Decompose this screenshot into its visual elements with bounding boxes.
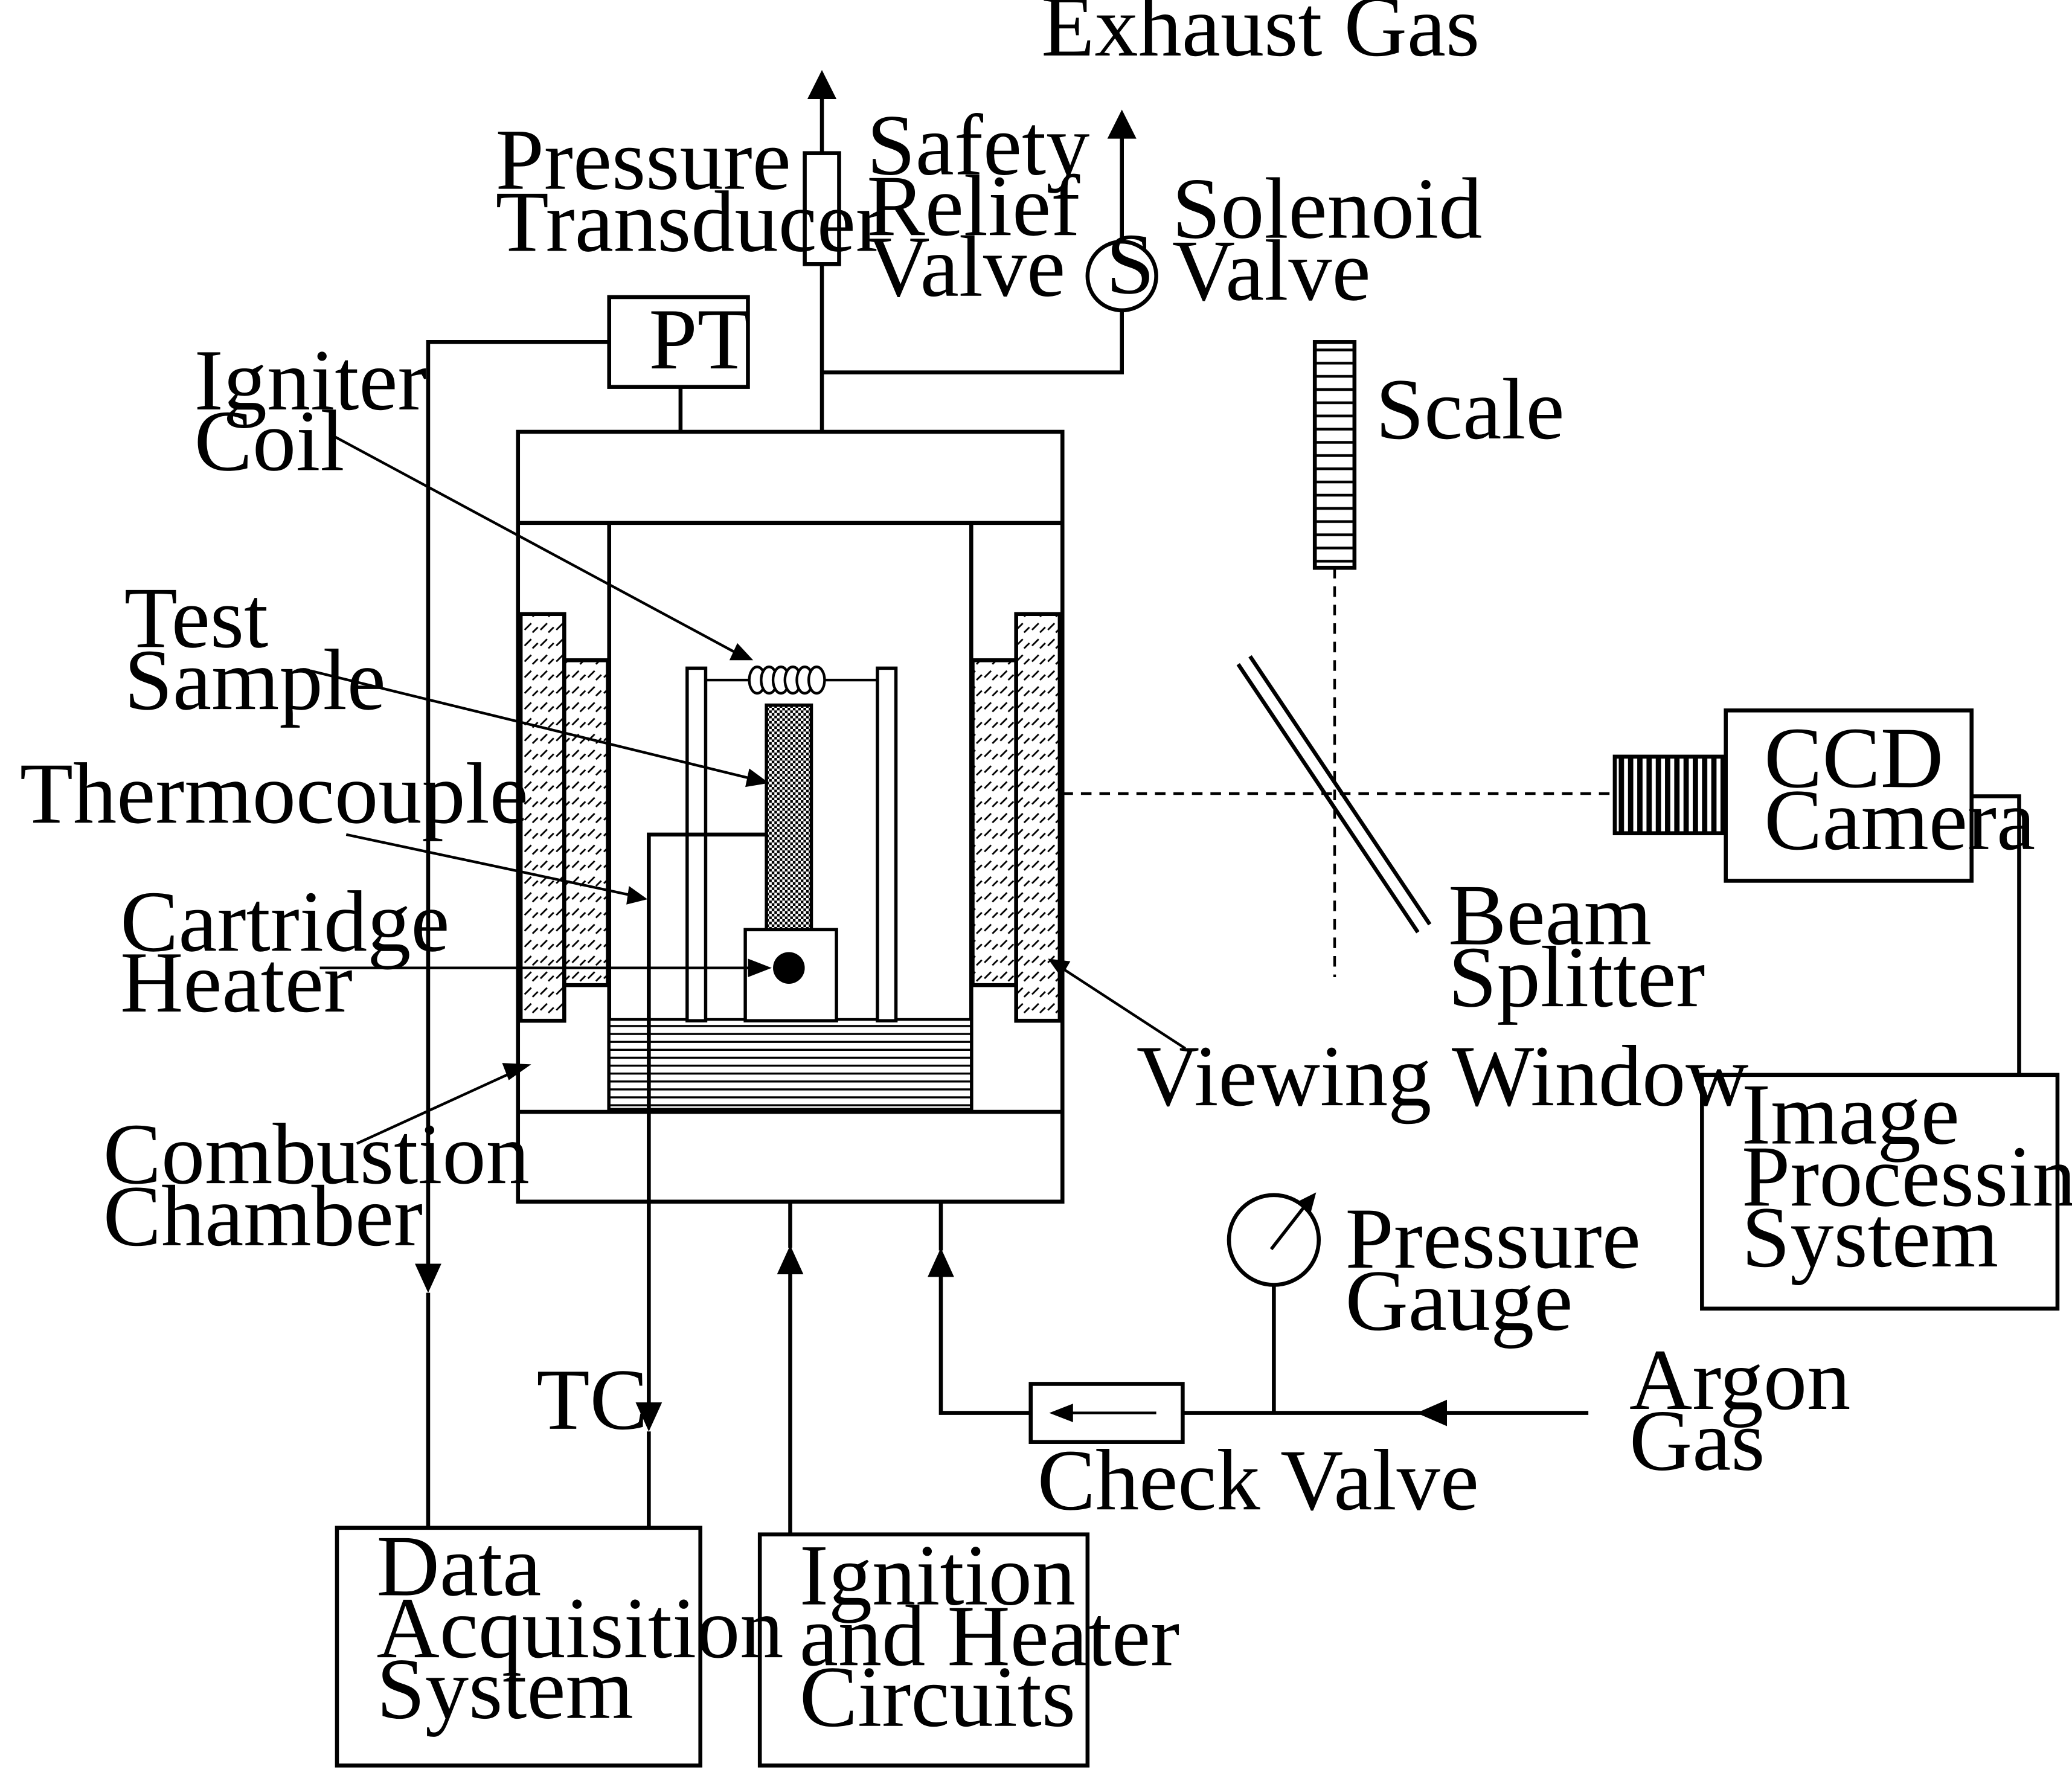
- pt-signal-line: [426, 340, 609, 1272]
- thermocouple-wire: [647, 832, 765, 1411]
- check-valve-label: Check Valve: [1038, 1432, 1479, 1529]
- combustion-chamber-label: Combustion Chamber: [103, 1106, 551, 1265]
- left-window-inner: [562, 658, 610, 987]
- leader-thermocouple: [345, 833, 632, 897]
- thermocouple-label: Thermocouple: [20, 745, 528, 842]
- gauge-needle: [1269, 1201, 1310, 1251]
- argon-gas-label: Argon Gas: [1629, 1332, 1873, 1489]
- solenoid-branch-pipe: [822, 310, 1124, 374]
- chamber-base-stack: [608, 1018, 973, 1111]
- argon-arrowhead: [1416, 1399, 1448, 1426]
- leader-viewing-window: [1063, 968, 1186, 1050]
- leader-igniter-coil: [332, 434, 741, 656]
- arrowhead-cartridge-heater: [748, 958, 772, 978]
- right-window-inner: [970, 658, 1018, 987]
- igniter-coil-label: Igniter Coil: [194, 332, 449, 490]
- exhaust-gas-label: Exhaust Gas: [1041, 0, 1480, 75]
- electrode-post-left: [685, 666, 708, 1022]
- arrowhead-viewing-window: [1048, 958, 1071, 978]
- gas-feed-line: [938, 1270, 1589, 1415]
- ccd-lens: [1612, 754, 1727, 835]
- scale-bar: [1312, 340, 1357, 570]
- arrowhead-test-sample: [745, 768, 769, 788]
- test-sample: [765, 703, 813, 932]
- test-sample-label: Test Sample: [124, 570, 386, 728]
- pressure-transducer-label: Pressure Transducer: [496, 112, 885, 271]
- leader-test-sample: [310, 669, 754, 781]
- leader-combustion-chamber: [356, 1071, 513, 1145]
- left-window-outer: [518, 612, 566, 1023]
- exhaust-arrowhead-right: [1107, 109, 1137, 139]
- check-valve-arrowhead: [1049, 1404, 1073, 1422]
- viewing-window-label: Viewing Window: [1137, 1028, 1749, 1125]
- arrowhead-igniter-coil: [729, 643, 754, 661]
- camera-link-line: [1971, 794, 2021, 1075]
- ignition-arrowhead: [777, 1245, 804, 1274]
- exhaust-arrowhead-left: [807, 69, 837, 99]
- scale-label: Scale: [1376, 361, 1565, 458]
- cartridge-heater-dot: [773, 952, 805, 984]
- beam-splitter: [1236, 655, 1432, 934]
- electrode-post-right: [876, 666, 898, 1022]
- right-window-outer: [1014, 612, 1062, 1023]
- solenoid-symbol-label: S: [1106, 216, 1154, 312]
- arrowhead-thermocouple: [626, 886, 648, 905]
- gauge-needle-tip: [1297, 1192, 1317, 1213]
- beam-splitter-label: Beam Splitter: [1448, 867, 1705, 1025]
- ignition-heater-box: [757, 1532, 1090, 1768]
- data-acquisition-box: [335, 1526, 702, 1768]
- tc-label: TC: [536, 1352, 648, 1448]
- igniter-coil-symbol: [748, 666, 826, 695]
- data-acquisition-label: Data Acquisition System: [377, 1518, 806, 1737]
- pressure-gauge-label: Pressure Gauge: [1346, 1190, 1663, 1349]
- tc-arrowhead: [635, 1402, 662, 1432]
- ccd-camera-label: CCD Camera: [1764, 710, 2035, 868]
- solenoid-valve-label: Solenoid Valve: [1172, 161, 1504, 319]
- cartridge-heater-label: Cartridge Heater: [120, 873, 471, 1031]
- arrowhead-combustion-chamber: [502, 1063, 531, 1080]
- safety-relief-valve-box: [803, 151, 841, 266]
- pressure-gauge-dial: [1227, 1193, 1321, 1287]
- pt-arrowhead: [415, 1263, 441, 1293]
- gas-feed-arrowhead: [928, 1248, 954, 1277]
- image-processing-label: Image Processing System: [1742, 1067, 2072, 1286]
- pt-label: PT: [649, 291, 751, 388]
- image-processing-box: [1700, 1073, 2060, 1311]
- ignition-heater-label: Ignition and Heater Circuits: [800, 1527, 1202, 1745]
- safety-relief-valve-label: Safety Relief Valve: [867, 97, 1111, 315]
